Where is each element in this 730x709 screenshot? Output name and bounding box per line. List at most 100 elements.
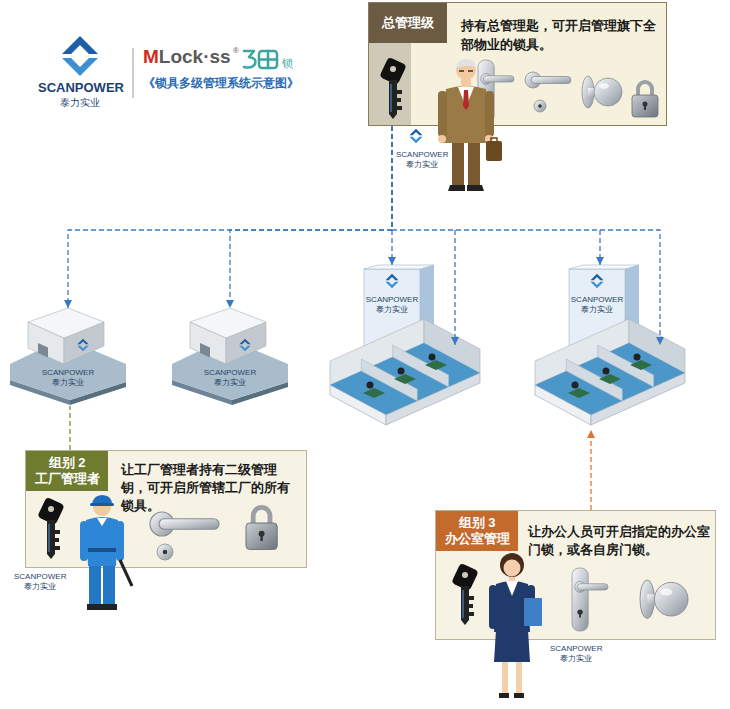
office-worker-figure	[509, 575, 515, 581]
office-worker-figure	[500, 553, 524, 577]
lever-handle-icon	[525, 72, 571, 88]
executive-figure	[461, 79, 471, 87]
box-heading: 组别 3 办公室管理	[436, 511, 518, 551]
box-description: 让工厂管理者持有二级管理钥，可开启所管辖工厂的所有锁具。	[121, 461, 301, 515]
office-worker-figure	[489, 553, 542, 698]
factory-building: SCANPOWER 泰力实业	[8, 308, 128, 406]
dashed-connector	[590, 430, 591, 510]
office-worker-figure	[502, 662, 508, 694]
watermark-text: 泰力实业	[38, 379, 98, 388]
office-building: SCANPOWER 泰力实业	[535, 265, 687, 430]
office-picture	[330, 265, 480, 425]
watermark-text: SCANPOWER	[200, 368, 260, 377]
watermark-text: 泰力实业	[569, 306, 625, 315]
padlock-icon	[632, 82, 658, 117]
key-icon	[379, 57, 406, 119]
brand-logo-mark	[259, 51, 277, 68]
factory-building: SCANPOWER泰力实业	[170, 308, 290, 406]
door-lock-icon	[478, 60, 514, 123]
office-worker-figure	[504, 560, 521, 577]
office-worker-figure	[524, 598, 542, 626]
box-description: 持有总管理匙，可开启管理旗下全部物业的锁具。	[461, 17, 661, 55]
brand-logo	[133, 48, 134, 98]
executive-figure	[438, 135, 446, 143]
factory-box-art	[163, 550, 167, 554]
top-box-art	[369, 41, 411, 125]
executive-figure	[448, 185, 484, 191]
room-arrows	[600, 230, 660, 345]
executive-figure	[452, 141, 464, 185]
knob-lock-icon	[640, 580, 688, 618]
key-icon	[37, 497, 64, 559]
factory-box-art	[157, 544, 173, 560]
worker-figure	[97, 518, 107, 526]
watermark-text: SCANPOWER	[14, 572, 66, 582]
worker-figure	[87, 604, 102, 610]
top-box-art	[534, 100, 546, 112]
brand-logo-mark	[244, 51, 277, 68]
room-arrows	[454, 230, 455, 345]
worker-figure	[92, 495, 112, 505]
worker-figure	[80, 521, 88, 561]
brand-name: SCANPOWER	[38, 80, 124, 96]
watermark-text: 泰力实业	[24, 582, 56, 591]
dashed-connector	[392, 126, 600, 265]
office-worker-figure	[516, 662, 522, 694]
executive-figure	[438, 59, 502, 191]
factory-box-art	[37, 497, 277, 560]
worker-figure	[90, 503, 114, 506]
office-worker-figure	[489, 585, 497, 629]
executive-figure	[456, 59, 476, 68]
padlock-icon	[246, 507, 277, 549]
watermark-text: 泰力实业	[560, 654, 592, 663]
worker-figure	[88, 548, 116, 552]
brand-name-chinese: 泰力实业	[60, 97, 100, 109]
watermark-text: SCANPOWER	[364, 295, 420, 304]
office-worker-figure	[499, 693, 509, 698]
executive-figure	[456, 60, 476, 80]
brand-logo-mark	[244, 51, 255, 68]
worker-figure	[89, 564, 101, 606]
knob-lock-icon	[582, 76, 622, 108]
watermark-text: SCANPOWER	[550, 644, 602, 654]
worker-figure	[86, 517, 118, 566]
executive-figure	[486, 141, 502, 161]
watermark-text: SCANPOWER	[38, 368, 98, 377]
dashed-connector	[68, 126, 392, 308]
top-box-art	[409, 129, 422, 144]
worker-figure	[80, 495, 132, 610]
executive-figure	[485, 91, 494, 137]
room-arrows	[455, 230, 660, 345]
dashed-connector	[69, 406, 70, 450]
office-box-art	[451, 563, 688, 631]
brand-wordmark: MLock·ss	[143, 46, 231, 69]
dashed-connector	[230, 126, 392, 308]
diagram-title: 《锁具多级管理系统示意图》	[143, 76, 299, 90]
office-worker-figure	[494, 630, 530, 662]
factory-manager-box: 组别 2 工厂管理者让工厂管理者持有二级管理钥，可开启所管辖工厂的所有锁具。	[25, 450, 307, 568]
watermark-text: SCANPOWER	[569, 295, 625, 304]
top-box-art	[369, 41, 658, 143]
executive-figure	[458, 87, 474, 107]
buildings	[10, 265, 685, 425]
office-building: SCANPOWER 泰力实业	[330, 265, 480, 430]
key-icon	[451, 563, 478, 625]
watermark-text: 泰力实业	[406, 160, 438, 169]
office-worker-figure	[514, 693, 524, 698]
office-picture	[535, 265, 685, 425]
brand-logo	[62, 36, 98, 76]
executive-figure	[468, 141, 480, 185]
factory-picture	[172, 308, 288, 405]
brand-logo-mark	[259, 51, 277, 68]
top-manager-box: 总管理级持有总管理匙，可开启管理旗下全部物业的锁具。	[368, 2, 667, 126]
worker-figure	[120, 560, 132, 586]
office-worker-figure	[527, 585, 535, 625]
door-lock-icon	[572, 568, 608, 631]
executive-figure	[459, 70, 473, 71]
worker-figure	[102, 604, 117, 610]
watermark-text: 泰力实业	[364, 306, 420, 315]
